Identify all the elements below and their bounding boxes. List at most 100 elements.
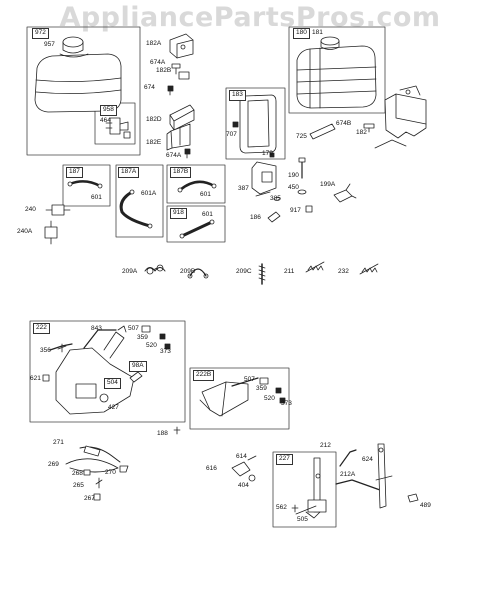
spring-209A	[144, 264, 166, 275]
cable-843	[117, 325, 127, 333]
label-359-222: 359	[137, 334, 148, 341]
label-674: 674	[144, 84, 155, 91]
label-601-918: 601	[202, 211, 213, 218]
label-265: 265	[73, 482, 84, 489]
spring-211	[305, 261, 325, 273]
label-182B: 182B	[156, 67, 172, 74]
label-180: 180	[293, 28, 310, 39]
label-187A: 187A	[118, 167, 140, 178]
label-562: 562	[276, 504, 287, 511]
label-209C: 209C	[236, 268, 252, 275]
label-520-222: 520	[146, 342, 157, 349]
label-624: 624	[362, 456, 373, 463]
label-356: 356	[40, 347, 51, 354]
link-212A	[335, 479, 381, 491]
control-assembly-222	[49, 329, 135, 415]
bracket-182A	[169, 33, 194, 59]
part-98A-piece	[129, 371, 143, 383]
pin-725	[309, 123, 336, 140]
label-601-187B: 601	[200, 191, 211, 198]
label-232: 232	[338, 268, 349, 275]
spring-232	[359, 263, 379, 275]
label-190: 190	[288, 172, 299, 179]
cable-271	[79, 445, 121, 463]
clip-917	[305, 205, 313, 213]
label-918: 918	[170, 208, 187, 219]
screw-674A-bottom	[184, 148, 191, 159]
label-240: 240	[25, 206, 36, 213]
label-674A-bottom: 674A	[166, 152, 182, 159]
label-98A: 98A	[129, 361, 147, 372]
washer-450	[297, 189, 307, 195]
label-707: 707	[226, 131, 237, 138]
fuel-line-187	[67, 180, 103, 189]
label-182: 182	[356, 129, 367, 136]
nut-359-222	[159, 333, 166, 340]
label-222B: 222B	[193, 370, 215, 381]
label-183: 183	[229, 90, 246, 101]
knob-507-222B	[259, 377, 269, 385]
part-356	[57, 343, 67, 353]
lever-616	[231, 461, 251, 477]
knob-507-222	[141, 325, 151, 333]
label-182A: 182A	[146, 40, 162, 47]
label-616: 616	[206, 465, 217, 472]
label-601A: 601A	[141, 190, 157, 197]
filter-240	[45, 204, 71, 216]
label-450: 450	[288, 184, 299, 191]
label-917: 917	[290, 207, 301, 214]
label-520-222B: 520	[264, 395, 275, 402]
label-240A: 240A	[17, 228, 33, 235]
shield-183	[239, 94, 277, 154]
screw-674	[167, 85, 174, 96]
nut-707	[232, 121, 239, 128]
screw-674B	[363, 123, 375, 133]
label-269: 269	[48, 461, 59, 468]
rod-212	[339, 449, 357, 467]
label-271: 271	[53, 439, 64, 446]
label-507-222: 507	[128, 325, 139, 332]
frame-187B	[166, 164, 226, 204]
part-404	[248, 474, 256, 482]
bracket-182E	[166, 123, 191, 151]
label-725: 725	[296, 133, 307, 140]
label-209B: 209B	[180, 268, 196, 275]
fuel-tank-left	[34, 36, 122, 113]
label-674A-top: 674A	[150, 59, 166, 66]
fuel-line-187A	[119, 189, 153, 229]
connector-186	[267, 211, 281, 223]
label-385: 385	[270, 195, 281, 202]
screw-562	[291, 504, 299, 513]
label-179: 179	[262, 150, 273, 157]
label-601-187: 601	[91, 194, 102, 201]
frame-972	[26, 26, 141, 156]
label-972: 972	[32, 28, 49, 39]
part-505	[305, 511, 321, 519]
fuel-tank-right	[296, 36, 377, 109]
lever-227	[295, 457, 327, 515]
nut-373-222B	[279, 397, 286, 404]
label-212: 212	[320, 442, 331, 449]
screw-674A-top	[171, 63, 190, 80]
label-958: 958	[100, 105, 117, 116]
part-270	[119, 465, 129, 473]
label-267: 267	[84, 495, 95, 502]
label-212A: 212A	[340, 471, 356, 478]
nut-373-222	[164, 343, 171, 350]
label-209A: 209A	[122, 268, 138, 275]
label-957: 957	[44, 41, 55, 48]
fuel-line-187B	[177, 180, 217, 193]
part-265	[95, 477, 103, 489]
spring-209C	[258, 263, 266, 285]
label-186: 186	[250, 214, 261, 221]
label-187: 187	[66, 167, 83, 178]
watermark-text: AppliancePartsPros.com	[59, 2, 441, 33]
nut-179	[269, 152, 275, 158]
label-505: 505	[297, 516, 308, 523]
filter-240A	[44, 220, 58, 245]
label-187B: 187B	[170, 167, 192, 178]
bracket-182D	[169, 104, 195, 131]
label-222: 222	[33, 323, 50, 334]
bracket-222B	[199, 377, 259, 417]
